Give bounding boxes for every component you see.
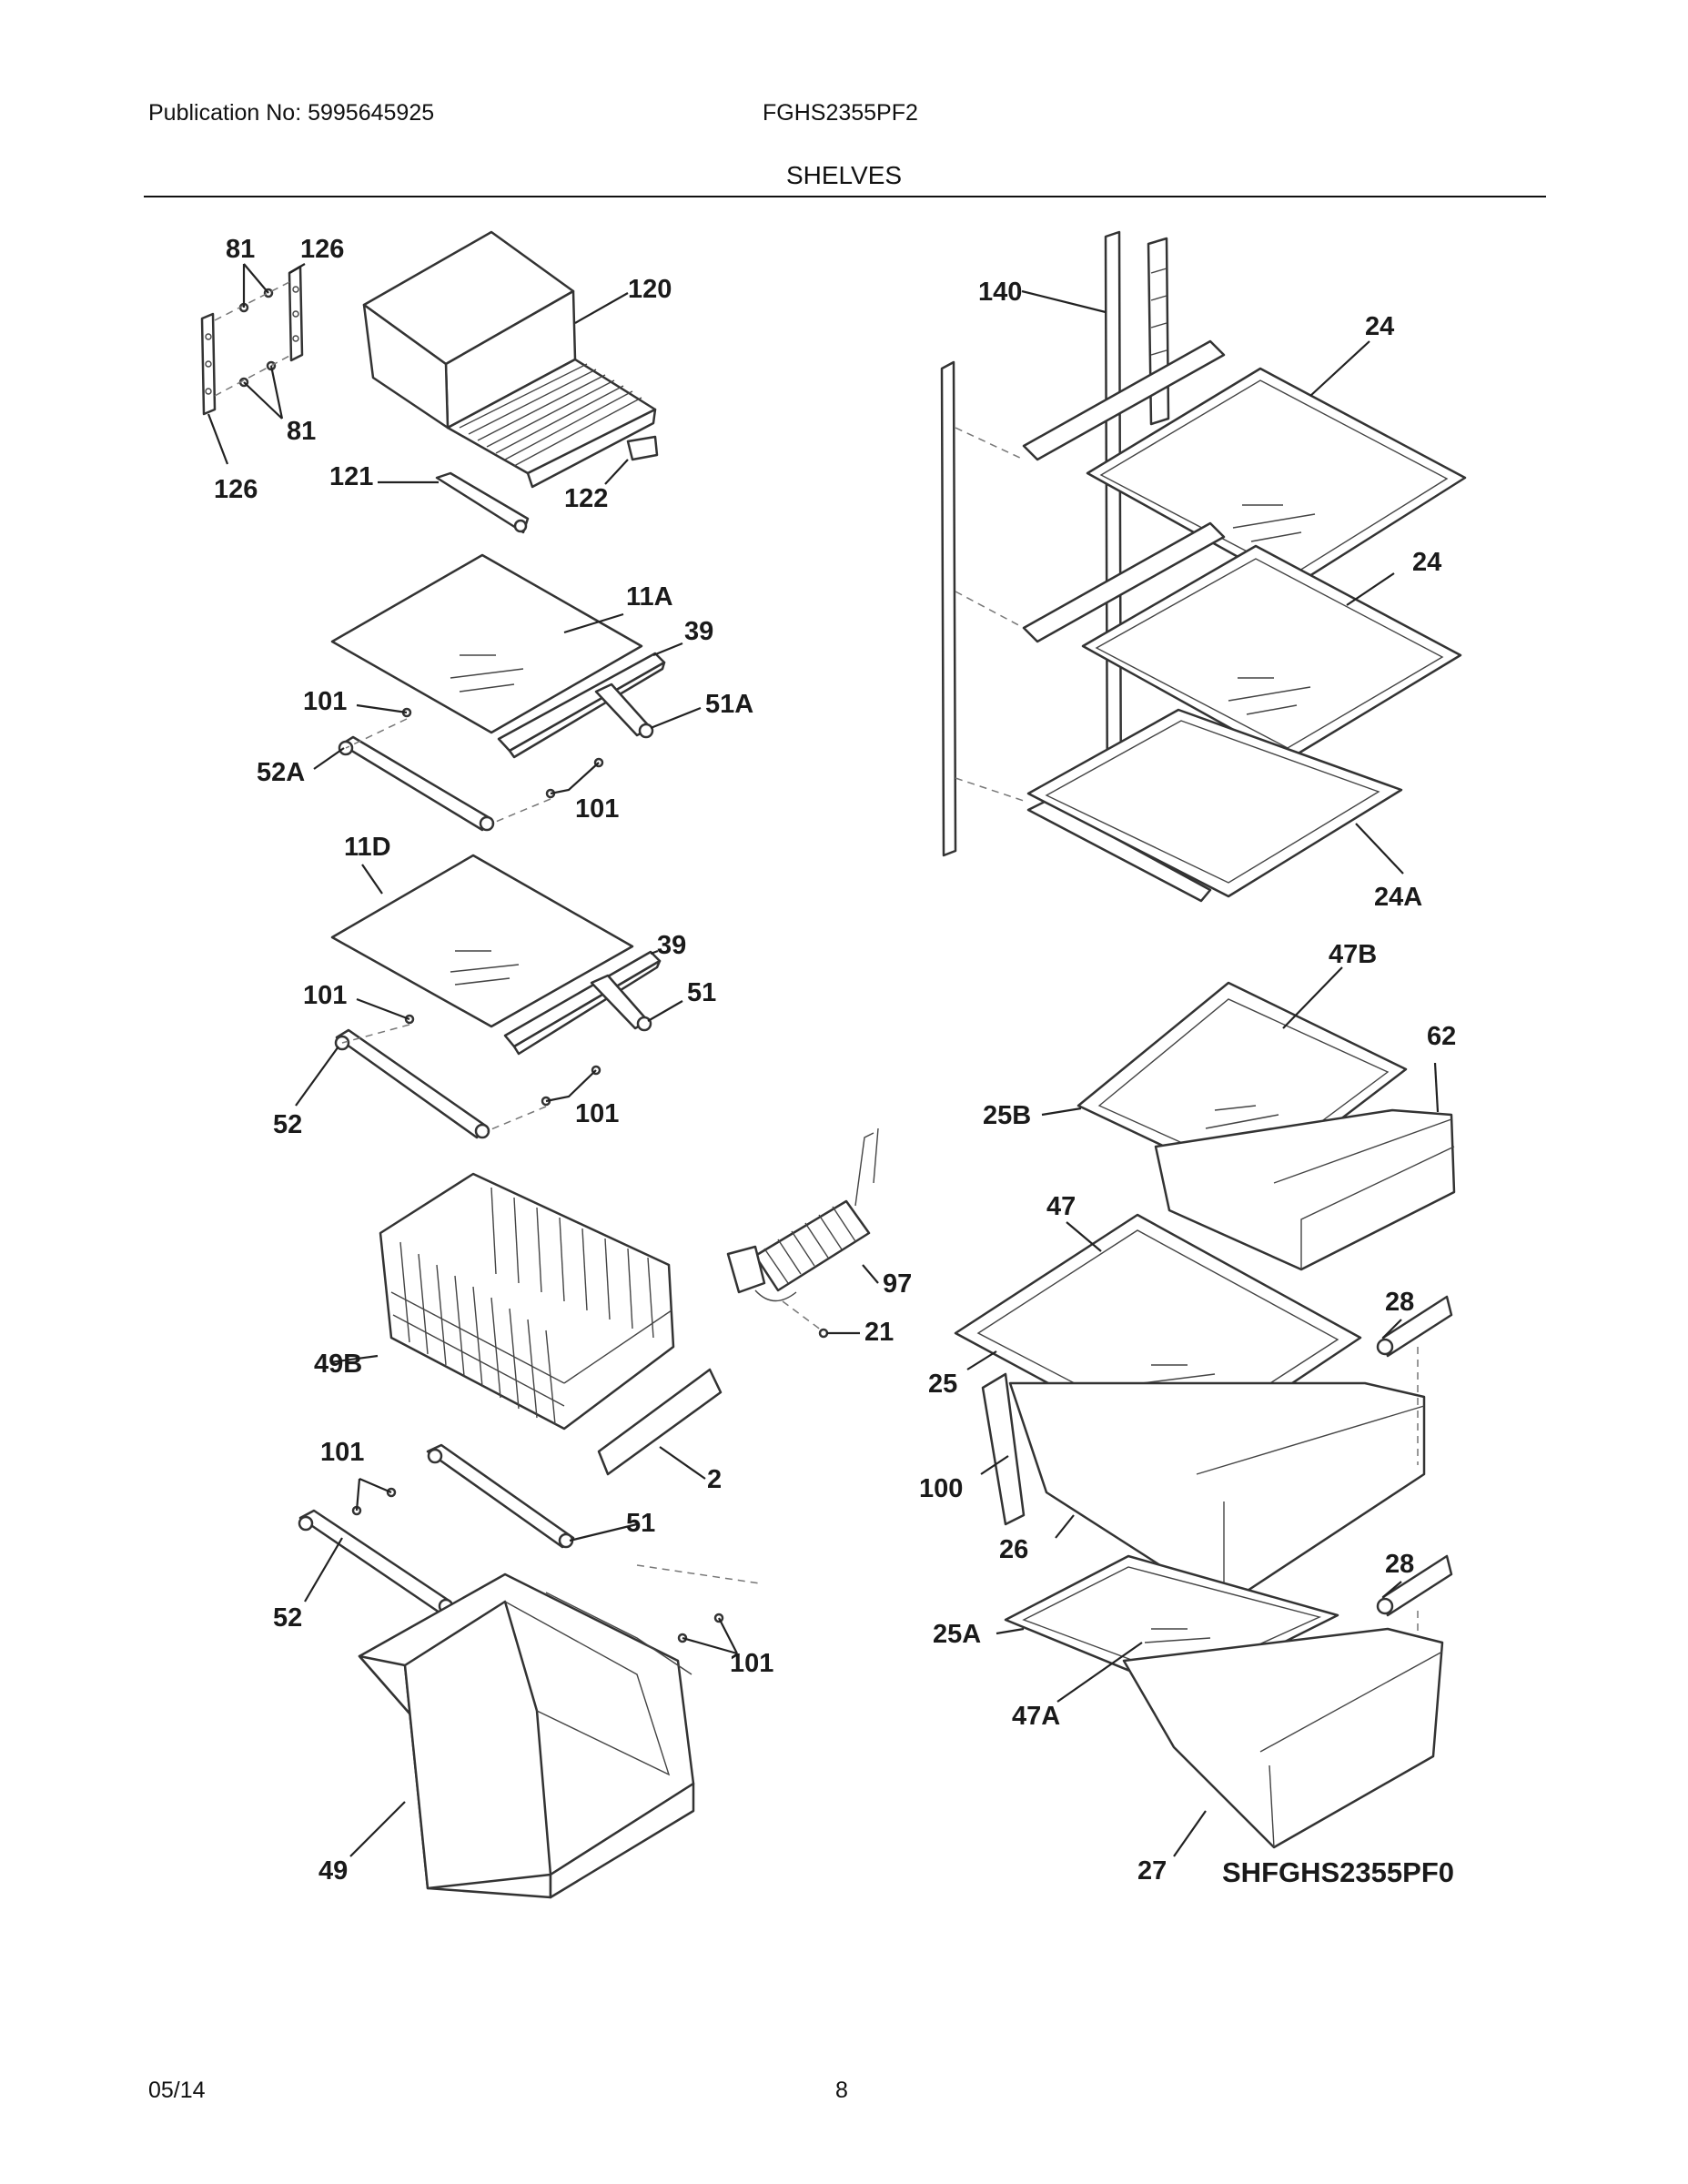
part-24-glass-shelf-lower <box>1022 521 1462 762</box>
part-28-support-lower <box>1376 1554 1453 1617</box>
callout-52-upper: 52 <box>273 1110 302 1139</box>
callout-11A: 11A <box>626 582 673 612</box>
callout-101-c: 101 <box>303 981 347 1010</box>
part-100-divider <box>981 1372 1026 1526</box>
part-52-rail-lower <box>298 1509 454 1614</box>
callout-52A: 52A <box>257 758 305 787</box>
callout-26: 26 <box>999 1535 1028 1564</box>
callout-27: 27 <box>1137 1856 1167 1886</box>
part-121-bracket <box>435 471 530 534</box>
callout-25B: 25B <box>983 1101 1031 1130</box>
callout-24-upper: 24 <box>1365 312 1394 341</box>
callout-28-lower: 28 <box>1385 1550 1414 1579</box>
part-52A-rail <box>338 735 495 832</box>
footer-date: 05/14 <box>148 2078 206 2103</box>
part-25A-crisper-cover <box>1004 1554 1339 1694</box>
part-21-screw <box>782 1300 829 1339</box>
callout-labels: 81 126 120 81 126 121 122 11A 39 101 51A… <box>214 235 1456 1888</box>
callout-39-lower: 39 <box>657 931 686 960</box>
callout-24A: 24A <box>1374 883 1422 912</box>
callout-47B: 47B <box>1329 940 1377 969</box>
leader-lines <box>207 263 1440 1857</box>
title-rule <box>144 196 1546 197</box>
callout-81-bottom: 81 <box>287 417 316 446</box>
callout-62: 62 <box>1427 1022 1456 1051</box>
part-26-crisper-drawer-large <box>1008 1381 1426 1608</box>
model-number: FGHS2355PF2 <box>763 100 918 126</box>
callout-81-top: 81 <box>226 235 255 264</box>
part-49-bin <box>358 1572 695 1899</box>
part-24A-glass-shelf-bottom <box>1026 708 1403 903</box>
callout-21: 21 <box>864 1318 894 1347</box>
callout-52-lower: 52 <box>273 1603 302 1633</box>
callout-49B: 49B <box>314 1350 362 1379</box>
page-number: 8 <box>835 2078 848 2103</box>
part-24-glass-shelf-upper <box>1022 339 1467 589</box>
callout-100: 100 <box>919 1474 963 1503</box>
callout-28-upper: 28 <box>1385 1288 1414 1317</box>
part-27-crisper-drawer-bottom <box>1122 1627 1444 1849</box>
callout-25: 25 <box>928 1370 957 1399</box>
callout-122: 122 <box>564 484 608 513</box>
callout-49: 49 <box>318 1856 348 1886</box>
callout-39-upper: 39 <box>684 617 713 646</box>
callout-11D: 11D <box>344 833 391 862</box>
callout-47: 47 <box>1046 1192 1076 1221</box>
publication-number: Publication No: 5995645925 <box>148 100 435 126</box>
callout-126-bottom: 126 <box>214 475 258 504</box>
callout-126-top: 126 <box>300 235 344 264</box>
callout-24-lower: 24 <box>1412 548 1441 577</box>
part-62-crisper-drawer-small <box>1154 1108 1456 1271</box>
drawing-code: SHFGHS2355PF0 <box>1222 1856 1454 1888</box>
part-2-basket-trim <box>597 1368 723 1476</box>
part-81-screws <box>214 281 292 397</box>
callout-101-e: 101 <box>320 1438 364 1467</box>
part-101-screws-middle <box>341 1014 601 1132</box>
callout-47A: 47A <box>1012 1702 1060 1731</box>
callout-51-upper: 51 <box>687 978 716 1007</box>
callout-101-f: 101 <box>730 1649 773 1678</box>
callout-97: 97 <box>883 1269 912 1299</box>
callout-51-lower: 51 <box>626 1509 655 1538</box>
callout-101-a: 101 <box>303 687 347 716</box>
part-49B-wire-basket <box>379 1172 675 1431</box>
part-120-shelf-assembly <box>362 230 659 489</box>
callout-25A: 25A <box>933 1620 981 1649</box>
part-126-bracket-right <box>288 265 304 362</box>
part-126-bracket-left <box>200 312 217 416</box>
part-11D-glass-shelf <box>330 854 634 1028</box>
section-title: SHELVES <box>785 161 903 189</box>
part-51-rail-lower <box>426 1443 575 1549</box>
part-28-support-upper <box>1376 1295 1453 1358</box>
callout-121: 121 <box>329 462 373 491</box>
callout-101-b: 101 <box>575 794 619 824</box>
callout-2: 2 <box>707 1465 722 1494</box>
part-11A-glass-shelf <box>330 553 643 734</box>
callout-120: 120 <box>628 275 672 304</box>
callout-101-d: 101 <box>575 1099 619 1128</box>
part-97-heater <box>726 1127 879 1302</box>
part-52-rail-upper <box>334 1028 490 1139</box>
callout-51A: 51A <box>705 690 753 719</box>
callout-140: 140 <box>978 278 1022 307</box>
